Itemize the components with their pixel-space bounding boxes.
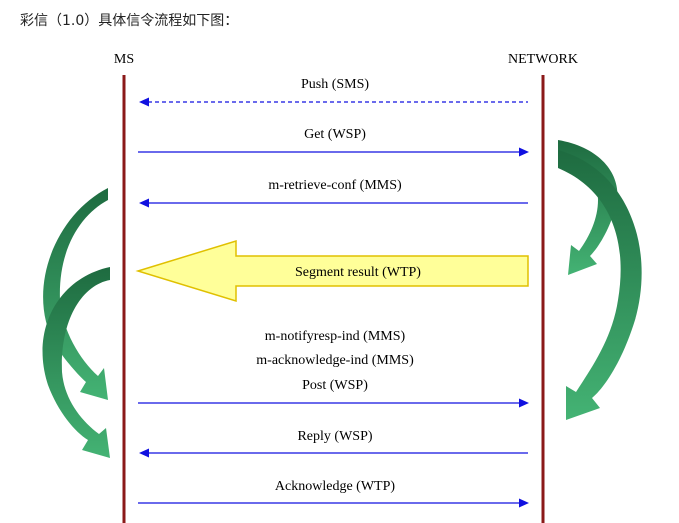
message-arrowhead (139, 448, 149, 458)
network-curved-arrows (558, 140, 642, 420)
message-label: m-notifyresp-ind (MMS) (265, 329, 406, 344)
segment-result-block-arrow (135, 239, 529, 303)
message-arrowhead (519, 147, 529, 157)
network-entity-label: NETWORK (508, 52, 578, 67)
message-label: Post (WSP) (302, 378, 368, 393)
message-label: m-retrieve-conf (MMS) (268, 178, 402, 193)
message-arrowhead (139, 198, 149, 208)
ms-curved-arrow-lower (42, 267, 110, 458)
ms-entity-label: MS (114, 52, 134, 67)
message-arrowhead (139, 97, 149, 107)
message-arrowhead (519, 498, 529, 508)
message-label: Acknowledge (WTP) (275, 479, 395, 494)
message-label: Segment result (WTP) (295, 265, 421, 280)
message-label: Push (SMS) (301, 77, 369, 92)
network-curved-arrow-upper (558, 140, 618, 275)
page-title: 彩信（1.0）具体信令流程如下图： (20, 13, 239, 29)
message-arrowhead (519, 398, 529, 408)
network-curved-arrow-lower (558, 150, 642, 420)
ms-curved-arrows (42, 188, 110, 458)
message-label: m-acknowledge-ind (MMS) (256, 353, 414, 368)
message-label: Get (WSP) (304, 127, 366, 142)
message-label: Reply (WSP) (297, 429, 372, 444)
